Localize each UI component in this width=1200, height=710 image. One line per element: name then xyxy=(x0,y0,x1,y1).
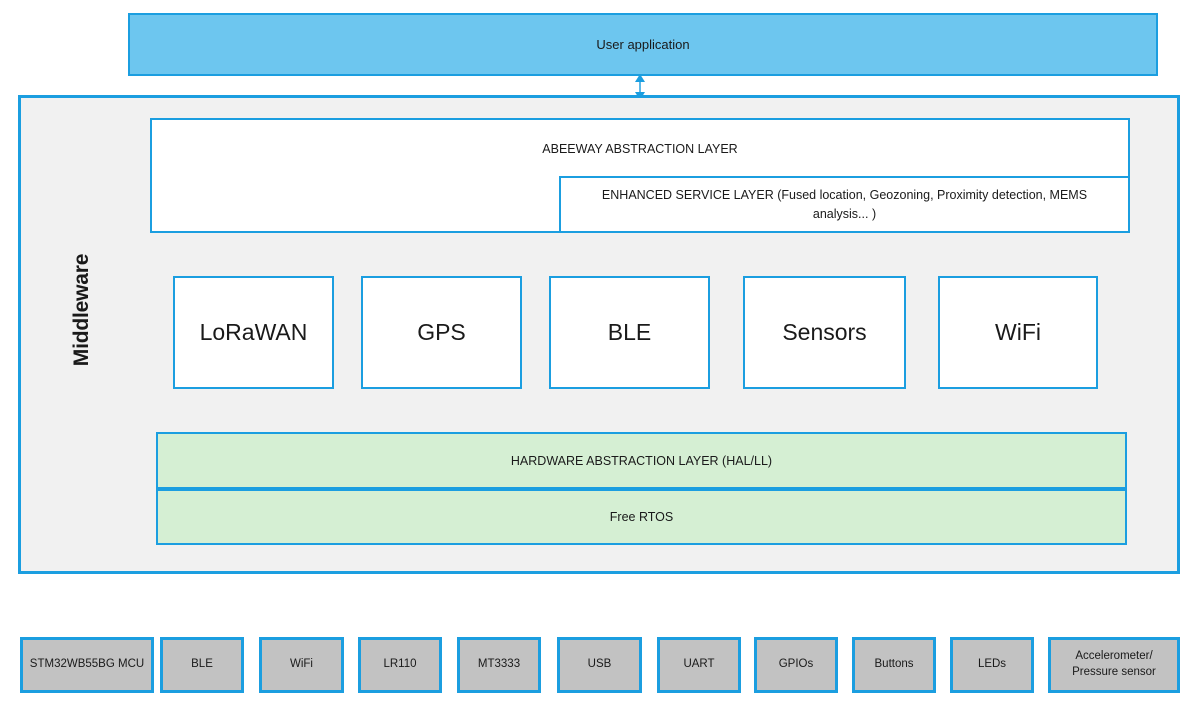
middleware-side-label-text: Middleware xyxy=(70,253,93,367)
hardware-component-label: UART xyxy=(683,658,715,671)
hardware-component-label: Buttons xyxy=(874,658,914,671)
middleware-module-label: GPS xyxy=(417,319,466,345)
middleware-module-box: WiFi xyxy=(938,276,1098,389)
free-rtos-label: Free RTOS xyxy=(609,510,674,524)
middleware-module-label: Sensors xyxy=(782,319,867,345)
enhanced-service-layer-label: ENHANCED SERVICE LAYER (Fused location, … xyxy=(601,188,1088,221)
hardware-abstraction-layer-box: HARDWARE ABSTRACTION LAYER (HAL/LL) xyxy=(156,432,1127,489)
hardware-component-box: STM32WB55BG MCU xyxy=(20,637,154,693)
abeeway-abstraction-layer-label: ABEEWAY ABSTRACTION LAYER xyxy=(542,142,738,156)
hardware-component-label: MT3333 xyxy=(477,658,521,671)
hardware-component-box: LR110 xyxy=(358,637,442,693)
hardware-component-box: USB xyxy=(557,637,642,693)
hardware-component-box: MT3333 xyxy=(457,637,541,693)
hardware-component-label: LEDs xyxy=(977,658,1007,671)
hardware-component-box: LEDs xyxy=(950,637,1034,693)
enhanced-service-layer-box: ENHANCED SERVICE LAYER (Fused location, … xyxy=(559,176,1130,233)
hardware-component-box: BLE xyxy=(160,637,244,693)
hardware-component-box: WiFi xyxy=(259,637,344,693)
hardware-abstraction-layer-label: HARDWARE ABSTRACTION LAYER (HAL/LL) xyxy=(510,453,773,468)
middleware-module-label: BLE xyxy=(607,319,652,345)
hardware-component-label: STM32WB55BG MCU xyxy=(29,658,145,671)
free-rtos-box: Free RTOS xyxy=(156,489,1127,545)
hardware-component-label: BLE xyxy=(191,658,213,671)
user-application-label: User application xyxy=(596,37,690,52)
hardware-component-label: USB xyxy=(587,658,612,671)
hardware-component-label: LR110 xyxy=(383,658,417,671)
user-application-box: User application xyxy=(128,13,1158,76)
middleware-module-box: LoRaWAN xyxy=(173,276,334,389)
hardware-component-label: GPIOs xyxy=(778,658,814,671)
hardware-component-label: Accelerometer/ Pressure sensor xyxy=(1072,650,1156,678)
middleware-module-box: GPS xyxy=(361,276,522,389)
middleware-module-box: BLE xyxy=(549,276,710,389)
hardware-component-box: Buttons xyxy=(852,637,936,693)
hardware-component-box: GPIOs xyxy=(754,637,838,693)
middleware-module-box: Sensors xyxy=(743,276,906,389)
hardware-component-label: WiFi xyxy=(290,658,313,671)
middleware-module-label: LoRaWAN xyxy=(199,319,308,345)
hardware-component-box: UART xyxy=(657,637,741,693)
middleware-module-label: WiFi xyxy=(995,319,1041,345)
middleware-side-label: Middleware xyxy=(62,225,102,395)
hardware-component-box: Accelerometer/ Pressure sensor xyxy=(1048,637,1180,693)
